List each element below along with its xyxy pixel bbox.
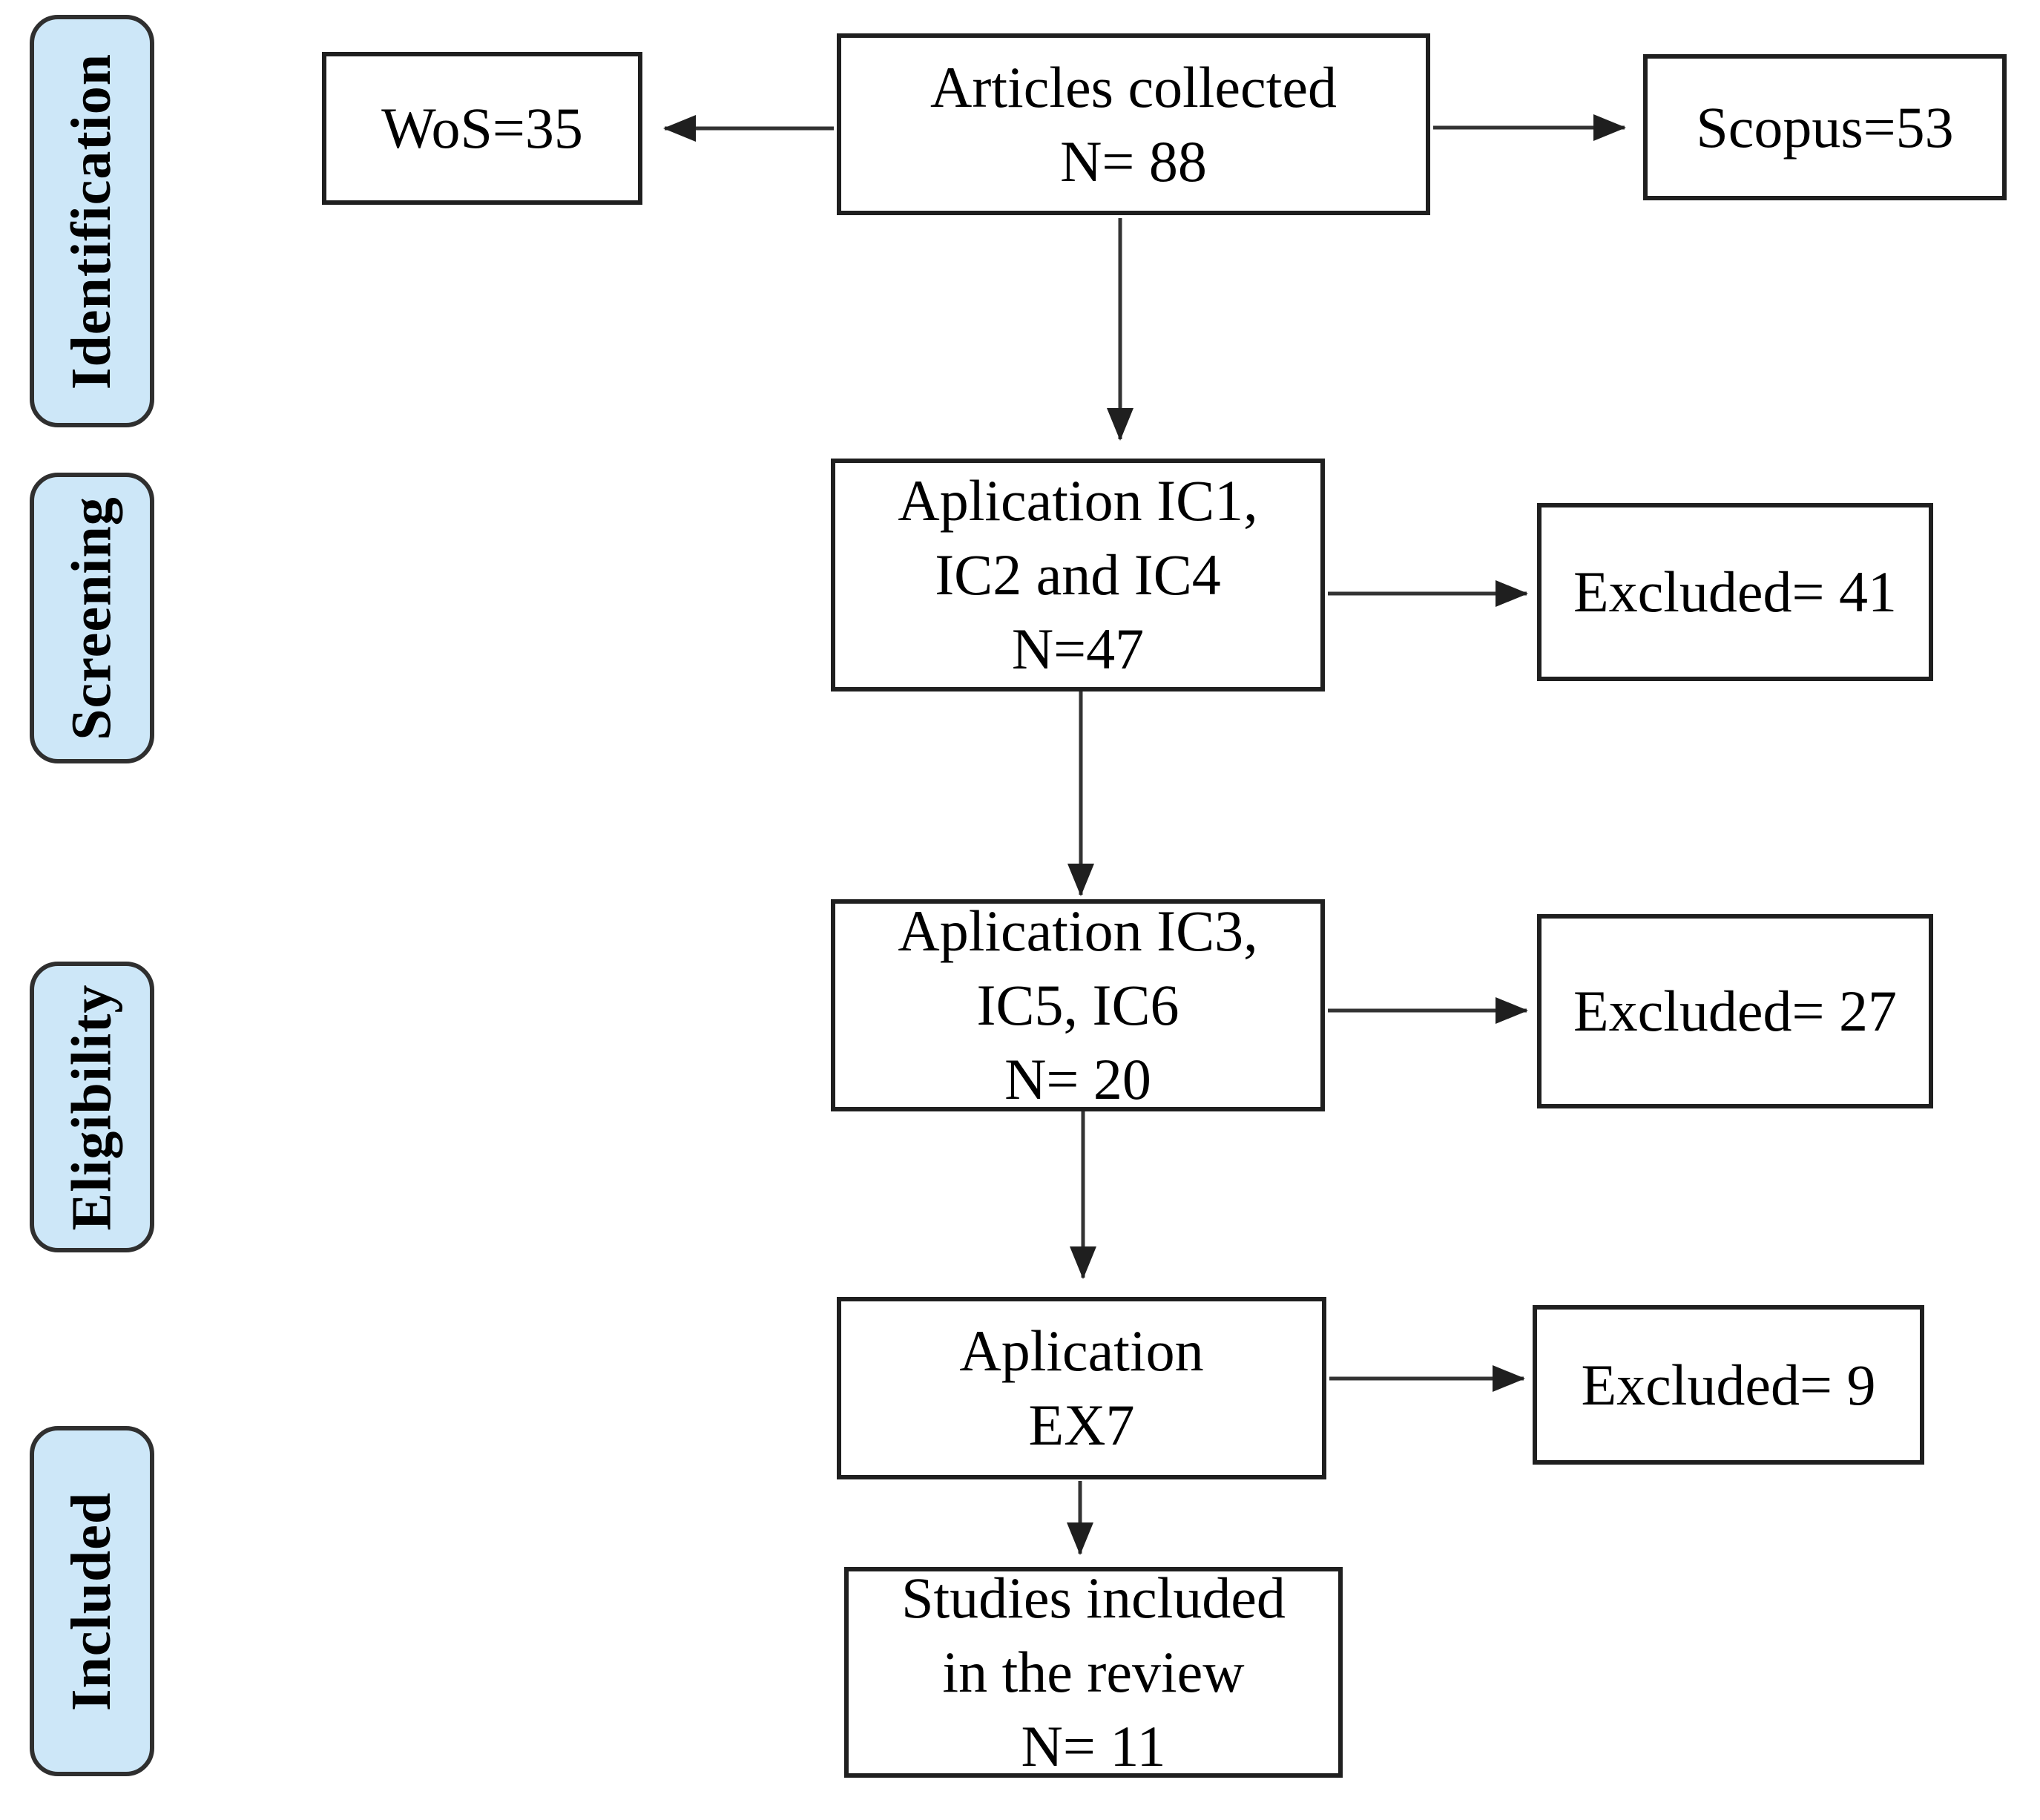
stage-identification-label: Identification <box>60 53 123 390</box>
stage-identification: Identification <box>30 15 154 427</box>
application-ex7-box: Aplication EX7 <box>837 1297 1326 1479</box>
ic356-count: N= 20 <box>1004 1046 1151 1111</box>
articles-collected-count: N= 88 <box>1060 128 1207 194</box>
ex7-line1: Aplication <box>959 1318 1204 1384</box>
articles-collected-box: Articles collected N= 88 <box>837 33 1430 215</box>
wos-label: WoS=35 <box>381 96 583 161</box>
stage-screening-label: Screening <box>60 496 123 740</box>
excluded-27-box: Excluded= 27 <box>1537 914 1933 1108</box>
ic356-line1: Aplication IC3, <box>898 898 1258 964</box>
ic124-line1: Aplication IC1, <box>898 468 1258 533</box>
studies-included-line2: in the review <box>942 1640 1245 1705</box>
stage-included: Included <box>30 1426 154 1776</box>
wos-box: WoS=35 <box>322 52 642 205</box>
ic356-line2: IC5, IC6 <box>976 973 1179 1038</box>
application-ic1-ic2-ic4-box: Aplication IC1, IC2 and IC4 N=47 <box>831 459 1325 691</box>
excluded-41-box: Excluded= 41 <box>1537 503 1933 681</box>
ic124-line2: IC2 and IC4 <box>935 542 1221 608</box>
excluded-41-label: Excluded= 41 <box>1573 559 1898 625</box>
stage-screening: Screening <box>30 473 154 763</box>
studies-included-box: Studies included in the review N= 11 <box>844 1566 1343 1778</box>
stage-eligibility: Eligibility <box>30 962 154 1252</box>
excluded-27-label: Excluded= 27 <box>1573 979 1898 1044</box>
scopus-label: Scopus=53 <box>1696 94 1954 160</box>
ic124-count: N=47 <box>1011 616 1145 681</box>
excluded-9-label: Excluded= 9 <box>1581 1352 1876 1417</box>
stage-included-label: Included <box>60 1491 123 1711</box>
ex7-line2: EX7 <box>1028 1393 1135 1457</box>
application-ic3-ic5-ic6-box: Aplication IC3, IC5, IC6 N= 20 <box>831 898 1325 1111</box>
studies-included-count: N= 11 <box>1021 1713 1166 1778</box>
excluded-9-box: Excluded= 9 <box>1533 1305 1924 1465</box>
stage-eligibility-label: Eligibility <box>60 984 123 1230</box>
scopus-box: Scopus=53 <box>1643 54 2007 200</box>
articles-collected-line1: Articles collected <box>930 54 1337 119</box>
studies-included-line1: Studies included <box>901 1566 1286 1631</box>
